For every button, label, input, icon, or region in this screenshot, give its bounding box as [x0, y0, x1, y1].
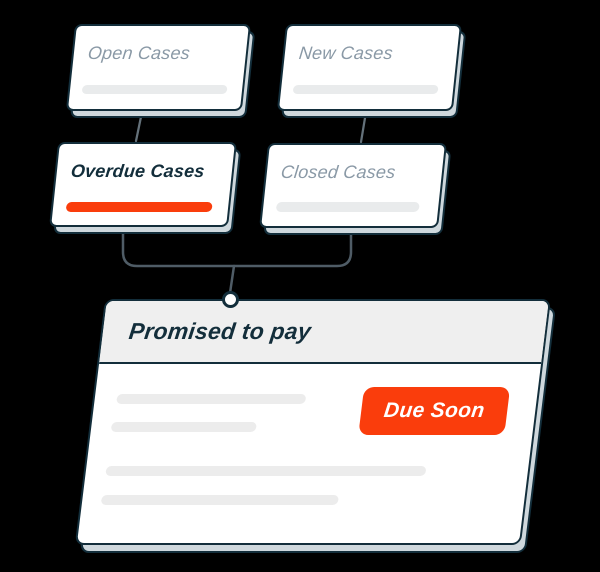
- node-open-cases-face: Open Cases: [65, 24, 252, 111]
- node-closed-cases-face: Closed Cases: [259, 143, 447, 228]
- detail-card-header: Promised to pay: [99, 301, 549, 364]
- text-placeholder-bar: [116, 394, 307, 404]
- node-open-cases[interactable]: Open Cases: [65, 24, 252, 111]
- detail-card-face: Promised to pay Due Soon: [74, 299, 552, 545]
- node-new-cases[interactable]: New Cases: [276, 24, 462, 111]
- highlight-placeholder-bar: [65, 202, 213, 212]
- text-placeholder-bar: [292, 85, 439, 94]
- text-placeholder-bar: [275, 202, 420, 212]
- text-placeholder-bar: [81, 85, 228, 94]
- text-placeholder-bar: [100, 495, 339, 505]
- detail-card-title: Promised to pay: [127, 318, 313, 344]
- node-label: Overdue Cases: [69, 161, 206, 181]
- node-label: Open Cases: [86, 43, 192, 63]
- node-overdue-cases-face: Overdue Cases: [49, 142, 238, 227]
- connector-merge-bracket: [121, 224, 353, 268]
- text-placeholder-bar: [110, 422, 257, 432]
- node-closed-cases[interactable]: Closed Cases: [259, 143, 447, 228]
- due-soon-badge-label: Due Soon: [382, 399, 486, 422]
- node-label: Closed Cases: [279, 162, 397, 182]
- node-label: New Cases: [297, 43, 394, 63]
- node-new-cases-face: New Cases: [276, 24, 462, 111]
- node-overdue-cases[interactable]: Overdue Cases: [49, 142, 238, 227]
- due-soon-badge[interactable]: Due Soon: [358, 387, 511, 435]
- connector-junction-dot: [222, 291, 239, 308]
- detail-card-promised-to-pay[interactable]: Promised to pay Due Soon: [74, 299, 552, 545]
- text-placeholder-bar: [105, 466, 427, 476]
- connector-stem: [228, 264, 236, 295]
